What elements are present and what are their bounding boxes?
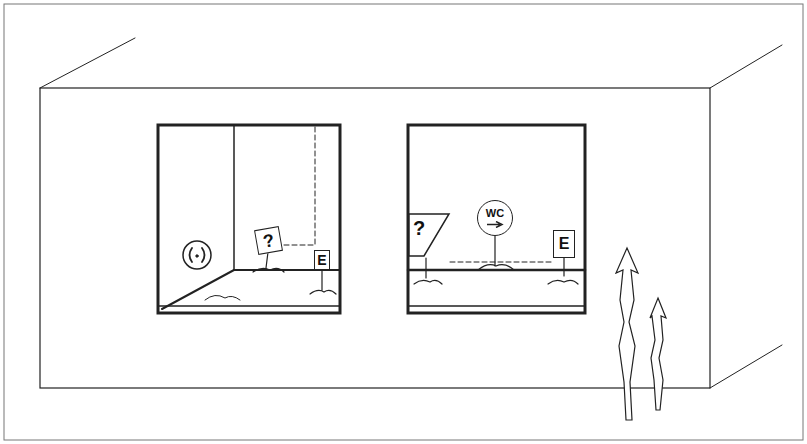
- sign-square: E: [553, 230, 575, 258]
- sign-circle: WC: [477, 200, 513, 236]
- sign-square: E: [314, 250, 330, 270]
- dashed-guide: [280, 127, 315, 245]
- sign-symbol: [196, 255, 198, 257]
- floor-base: [205, 295, 240, 300]
- arrow-symbol: [487, 222, 502, 228]
- wall-top-edge: [40, 38, 135, 88]
- sign-text: ?: [413, 218, 425, 238]
- room-window: [158, 125, 340, 313]
- sign-circle: [183, 241, 211, 269]
- sign-text: WC: [486, 208, 504, 219]
- room-floor-edge: [158, 305, 340, 307]
- sign-stand: [548, 258, 578, 284]
- sign-symbol: [190, 248, 205, 262]
- image-frame: [4, 4, 803, 440]
- wall-bottom-edge: [710, 345, 782, 388]
- wall-top-edge: [710, 45, 782, 88]
- flag-outline: [409, 214, 449, 256]
- figure-arrow: [650, 298, 666, 410]
- sign-stand: [478, 236, 514, 270]
- sign-flag: ?: [408, 212, 450, 258]
- room-window: [408, 125, 585, 313]
- sign-stand: [310, 270, 336, 294]
- arrow-symbol: [486, 221, 504, 228]
- figure-arrow: [616, 248, 638, 420]
- room-floor-line: [408, 269, 585, 272]
- room-floor-line: [162, 270, 234, 309]
- sign-square: ?: [254, 226, 283, 255]
- sign-stand: [414, 258, 442, 284]
- sign-text: E: [559, 236, 570, 252]
- room-floor-edge: [408, 305, 585, 307]
- wall-front-face: [40, 88, 710, 388]
- room-corner: [233, 125, 235, 270]
- dashed-guide: [450, 262, 553, 263]
- sign-text: ?: [262, 231, 276, 251]
- sign-text: E: [317, 253, 326, 267]
